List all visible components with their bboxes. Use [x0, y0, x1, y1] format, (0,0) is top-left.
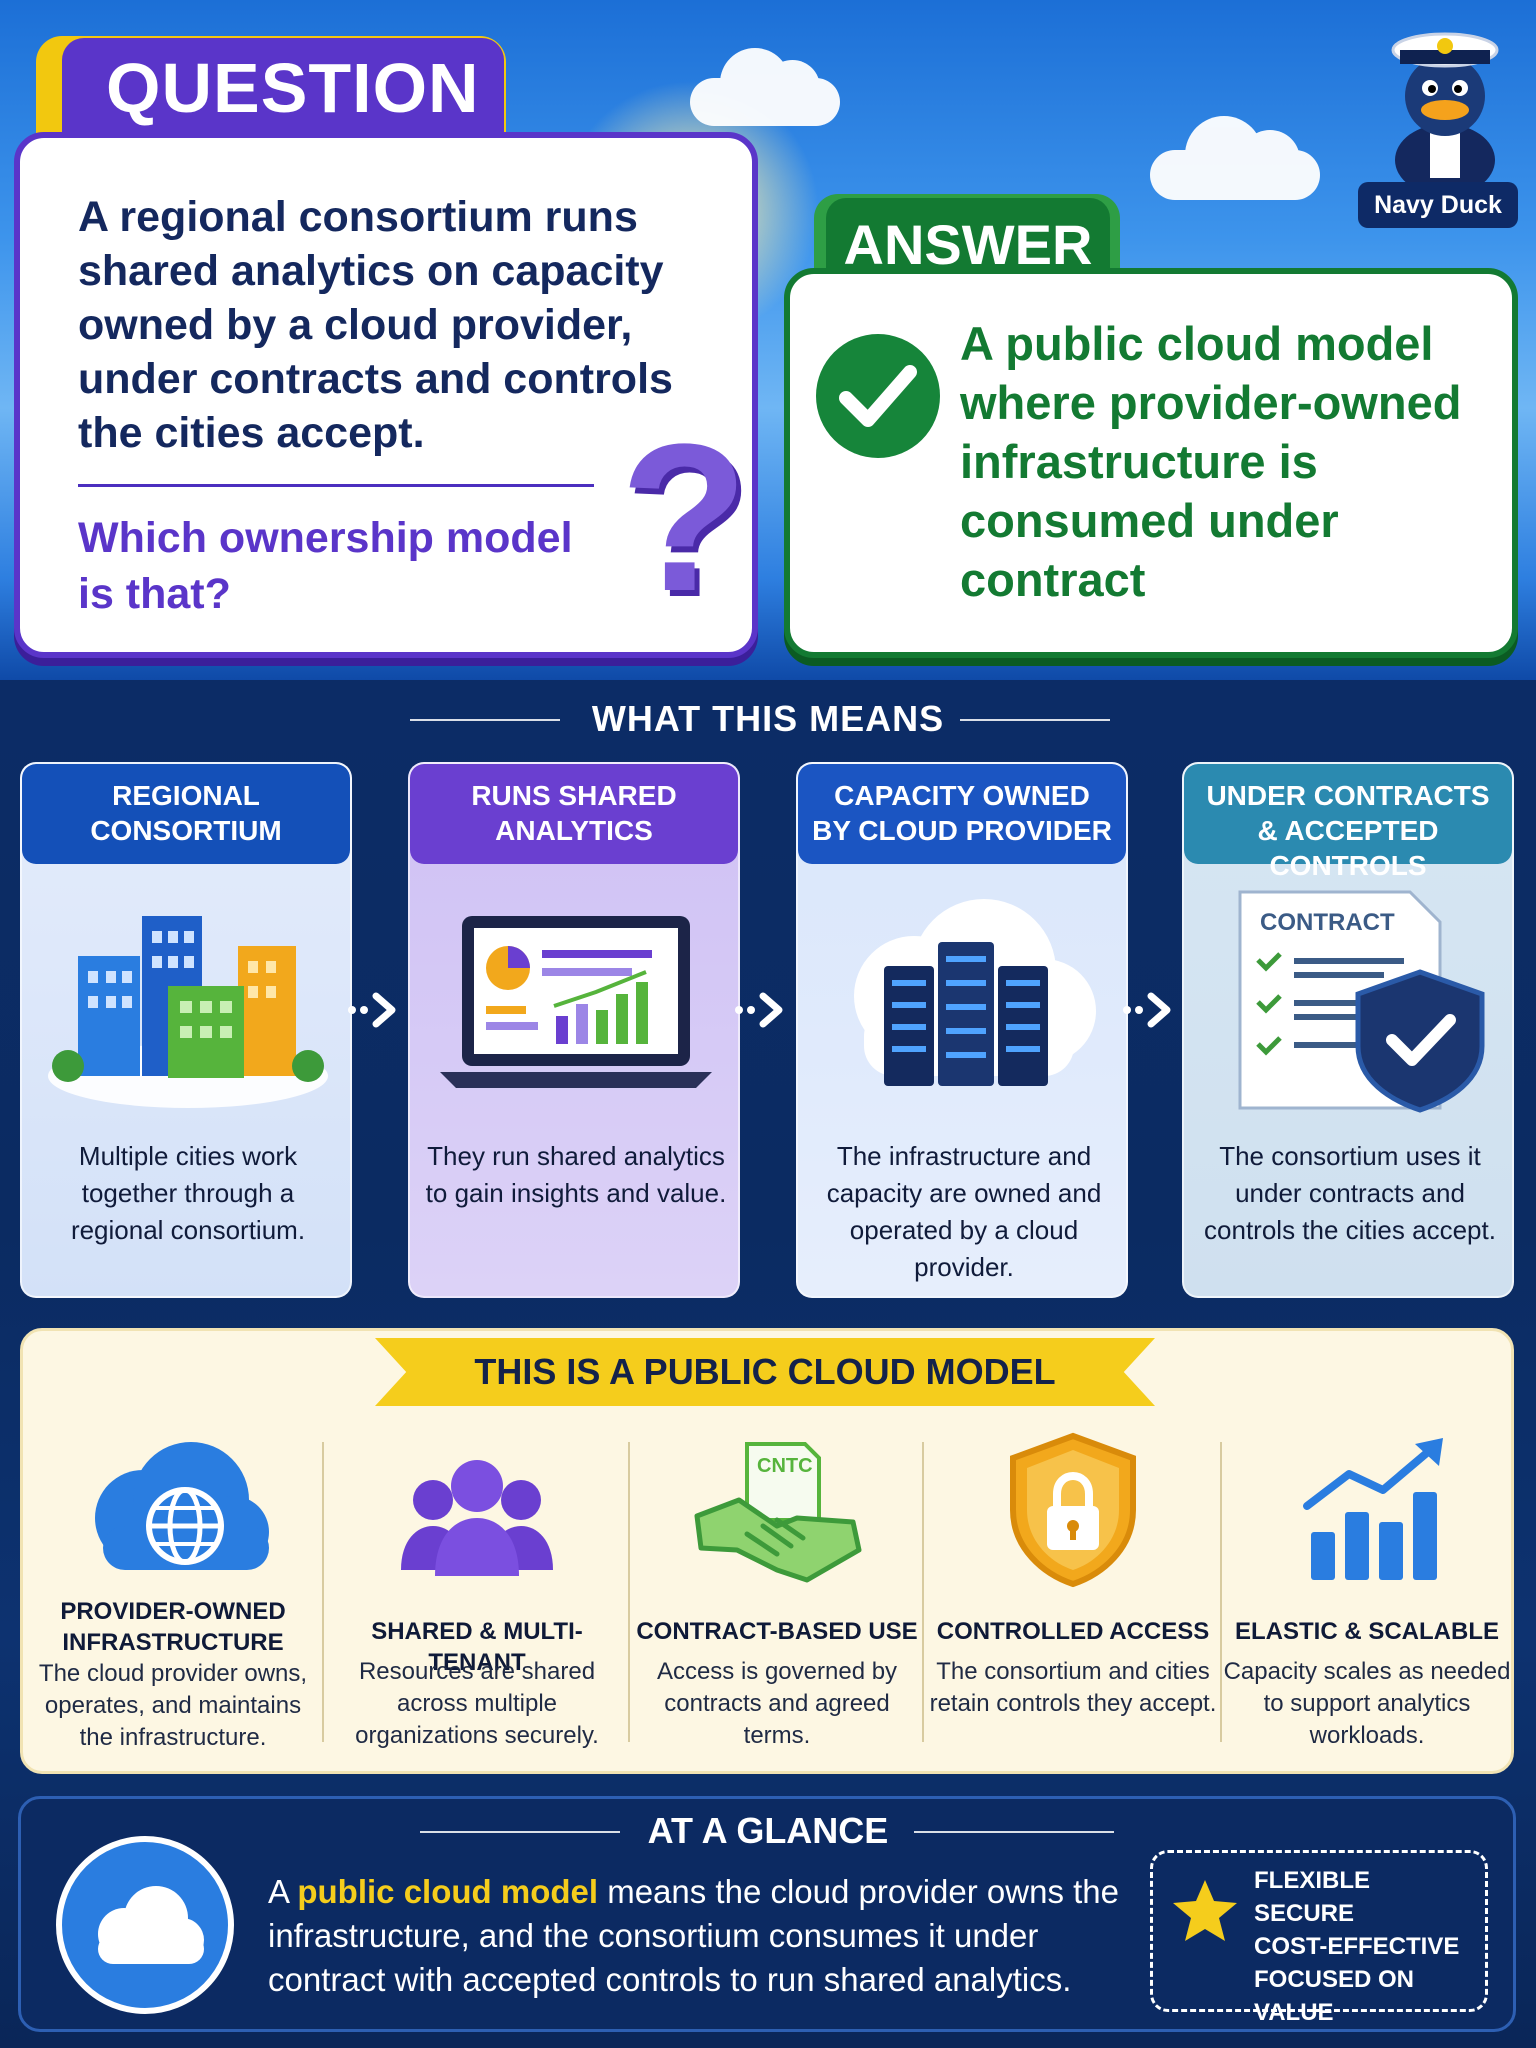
- cloud-icon: [56, 1836, 234, 2014]
- city-buildings-icon: [48, 916, 328, 1108]
- feature-description: Access is governed by contracts and agre…: [656, 1658, 898, 1749]
- feature-divider: [628, 1442, 630, 1742]
- answer-text: A public cloud model where provider-owne…: [960, 317, 1462, 606]
- step-title-line: & ACCEPTED CONTROLS: [1257, 815, 1439, 881]
- cloud-servers-icon: [854, 899, 1096, 1086]
- step-header: UNDER CONTRACTS & ACCEPTED CONTROLS: [1184, 764, 1512, 881]
- handshake-doc-label: CNTC: [757, 1455, 813, 1477]
- benefits-box: [1150, 1850, 1488, 2012]
- at-a-glance-text: A public cloud model means the cloud pro…: [268, 1870, 1128, 2002]
- lock-shield-icon: [1010, 1432, 1136, 1588]
- step-card-regional-consortium: REGIONAL CONSORTIUM Multiple cities work…: [20, 762, 352, 1298]
- checkmark-icon: [816, 334, 940, 458]
- growth-chart-icon: [1303, 1438, 1443, 1580]
- feature-contract-based: CNTC CONTRACT-BASED USE Access is govern…: [632, 1430, 922, 1760]
- step-description: They run shared analytics to gain insigh…: [425, 1141, 727, 1208]
- step-card-shared-analytics: RUNS SHARED ANALYTICS They run shared an…: [408, 762, 740, 1298]
- step-title-line: UNDER CONTRACTS: [1206, 780, 1490, 811]
- feature-description: Resources are shared across multiple org…: [355, 1658, 599, 1749]
- public-cloud-banner: [375, 1338, 1155, 1406]
- feature-title: PROVIDER-OWNED INFRASTRUCTURE: [28, 1596, 318, 1658]
- glance-text-part: A: [268, 1873, 298, 1910]
- step-title-line: BY CLOUD PROVIDER: [812, 815, 1112, 846]
- feature-title-line: INFRASTRUCTURE: [62, 1629, 284, 1656]
- question-prompt: Which ownership model is that?: [78, 514, 573, 618]
- mascot-label: Navy Duck: [1358, 182, 1518, 228]
- feature-title: SHARED & MULTI-TENANT: [371, 1618, 583, 1676]
- cloud-decoration: [1150, 116, 1320, 200]
- step-title-line: CONSORTIUM: [90, 815, 282, 846]
- answer-card: A public cloud model where provider-owne…: [784, 268, 1518, 658]
- feature-divider: [1220, 1442, 1222, 1742]
- question-divider: [78, 484, 594, 487]
- feature-shared-multi-tenant: SHARED & MULTI-TENANT Resources are shar…: [332, 1430, 622, 1760]
- benefit-item: FOCUSED ON VALUE: [1254, 1966, 1415, 2026]
- feature-elastic-scalable: ELASTIC & SCALABLE Capacity scales as ne…: [1222, 1430, 1512, 1760]
- feature-title: CONTROLLED ACCESS: [936, 1618, 1210, 1645]
- laptop-analytics-icon: [440, 916, 712, 1088]
- feature-title: CONTRACT-BASED USE: [636, 1618, 918, 1645]
- title-rule: [914, 1831, 1114, 1833]
- benefit-item: FLEXIBLE: [1254, 1867, 1371, 1894]
- question-tab: QUESTION: [62, 38, 504, 138]
- contract-shield-icon: CONTRACT: [1238, 890, 1485, 1113]
- step-description: The infrastructure and capacity are owne…: [826, 1141, 1102, 1282]
- step-title-line: ANALYTICS: [495, 815, 653, 846]
- feature-description: Capacity scales as needed to support ana…: [1223, 1658, 1511, 1749]
- glance-text-highlight: public cloud model: [297, 1873, 599, 1910]
- question-mark-icon: ?: [620, 400, 749, 635]
- feature-divider: [322, 1442, 324, 1742]
- step-description: The consortium uses it under contracts a…: [1204, 1141, 1496, 1245]
- step-title-line: REGIONAL: [112, 780, 260, 811]
- feature-title-line: PROVIDER-OWNED: [60, 1598, 286, 1625]
- feature-description: The consortium and cities retain control…: [929, 1658, 1217, 1717]
- step-card-cloud-provider: CAPACITY OWNED BY CLOUD PROVIDER The inf…: [796, 762, 1128, 1298]
- step-header: REGIONAL CONSORTIUM: [22, 764, 350, 864]
- title-rule: [420, 1831, 620, 1833]
- feature-provider-owned: PROVIDER-OWNED INFRASTRUCTURE The cloud …: [28, 1430, 318, 1760]
- people-icon: [401, 1460, 553, 1576]
- feature-controlled-access: CONTROLLED ACCESS The consortium and cit…: [928, 1430, 1218, 1760]
- at-a-glance-title: AT A GLANCE: [647, 1810, 889, 1851]
- feature-title: ELASTIC & SCALABLE: [1235, 1618, 1499, 1645]
- benefit-item: SECURE: [1254, 1900, 1355, 1927]
- glance-text-part: means the cloud provider owns the infras…: [268, 1873, 1120, 1998]
- title-rule: [410, 719, 560, 721]
- handshake-icon: CNTC: [694, 1442, 862, 1583]
- contract-label: CONTRACT: [1260, 909, 1395, 936]
- cloud-decoration: [690, 48, 840, 126]
- benefits-list: FLEXIBLE SECURE COST-EFFECTIVE FOCUSED O…: [1254, 1864, 1484, 2029]
- title-rule: [960, 719, 1110, 721]
- arrow-right-icon: [348, 992, 396, 1028]
- public-cloud-banner-text: THIS IS A PUBLIC CLOUD MODEL: [474, 1351, 1056, 1392]
- step-description: Multiple cities work together through a …: [70, 1141, 306, 1245]
- feature-description: The cloud provider owns, operates, and m…: [38, 1660, 308, 1751]
- at-a-glance-panel: [18, 1796, 1516, 2032]
- globe-cloud-icon: [95, 1442, 269, 1570]
- star-icon: [1173, 1880, 1237, 1941]
- arrow-right-icon: [735, 992, 783, 1028]
- arrow-right-icon: [1123, 992, 1171, 1028]
- question-card: A regional consortium runs shared analyt…: [14, 132, 758, 658]
- what-this-means-title: WHAT THIS MEANS: [591, 698, 945, 739]
- step-card-contracts-controls: UNDER CONTRACTS & ACCEPTED CONTROLS CONT…: [1182, 762, 1514, 1298]
- step-title-line: RUNS SHARED: [471, 780, 677, 811]
- feature-divider: [922, 1442, 924, 1742]
- step-title-line: CAPACITY OWNED: [834, 780, 1090, 811]
- navy-duck-mascot: [1370, 10, 1520, 230]
- benefit-item: COST-EFFECTIVE: [1254, 1933, 1460, 1960]
- step-header: CAPACITY OWNED BY CLOUD PROVIDER: [798, 764, 1126, 864]
- question-text: A regional consortium runs shared analyt…: [78, 193, 673, 457]
- step-header: RUNS SHARED ANALYTICS: [410, 764, 738, 864]
